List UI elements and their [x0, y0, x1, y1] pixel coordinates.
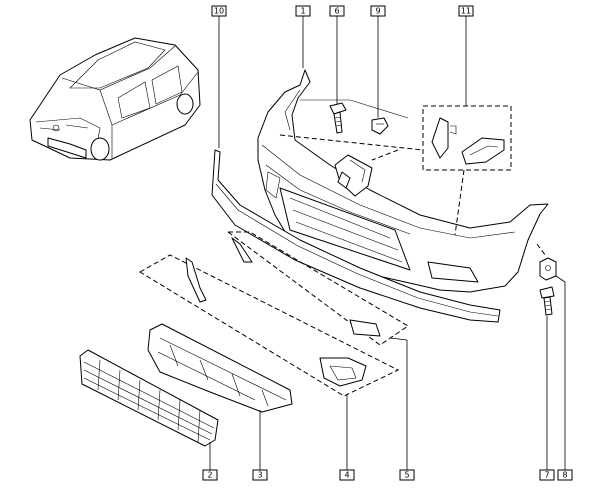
exploded-box [139, 231, 409, 397]
lower-spoiler [211, 149, 501, 323]
callout-label: 7 [544, 471, 549, 480]
air-deflector-3 [147, 323, 293, 413]
callout-label: 1 [300, 7, 305, 16]
leader-lines [209, 16, 566, 470]
callout-label: 4 [344, 471, 349, 480]
bumper-shell [257, 69, 549, 293]
callout-label: 6 [334, 7, 339, 16]
screw-6 [329, 102, 347, 134]
clip-9 [371, 117, 389, 135]
callout-label: 5 [404, 471, 409, 480]
callout-11: 11 [458, 5, 474, 17]
grille-2 [79, 349, 219, 447]
callout-1: 1 [295, 5, 311, 17]
callout-6: 6 [329, 5, 345, 17]
callout-5: 5 [399, 469, 415, 481]
bracket-8 [539, 257, 557, 281]
callout-label: 9 [375, 7, 380, 16]
detail-box-11 [422, 105, 512, 171]
car-thumbnail [29, 37, 201, 161]
callout-7: 7 [539, 469, 555, 481]
callout-label: 2 [207, 471, 212, 480]
callout-label: 3 [257, 471, 262, 480]
callout-9: 9 [370, 5, 386, 17]
emblem-bracket [334, 154, 373, 197]
callout-label: 10 [214, 7, 224, 16]
callout-label: 8 [562, 471, 567, 480]
screw-7 [539, 286, 555, 316]
callout-8: 8 [557, 469, 573, 481]
callout-label: 11 [461, 7, 471, 16]
callout-2: 2 [202, 469, 218, 481]
callout-3: 3 [252, 469, 268, 481]
callout-10: 10 [211, 5, 227, 17]
callout-4: 4 [339, 469, 355, 481]
